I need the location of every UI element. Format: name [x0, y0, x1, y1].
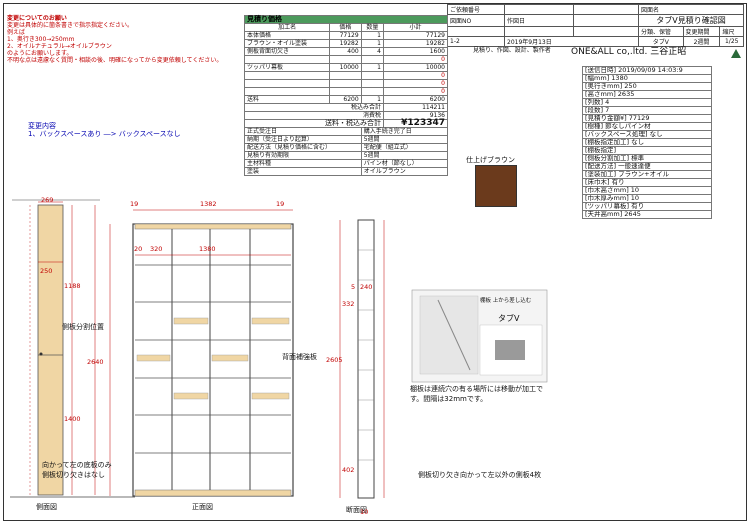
back-panel-label: 背面補強板 [282, 353, 317, 361]
info-line: [棚板指定加工] なし [582, 139, 712, 147]
approval-label: ご依頼番号 [450, 7, 481, 14]
front-view-label: 正面図 [192, 503, 213, 511]
detail-value: オイルブラウン [360, 167, 449, 176]
dim-2640: 2640 [87, 358, 104, 366]
dim-20: 20 [134, 245, 143, 253]
notes-line: のようにお願いします。 [7, 50, 73, 57]
page-label: 縮尺 [722, 29, 735, 36]
side-notch-note: 向かって左の底板のみ側板切り欠きはなし [42, 461, 112, 479]
dim-332: 332 [342, 300, 355, 308]
order-info: [送信日時] 2019/09/09 14:03:9[幅mm] 1380[奥行きm… [582, 66, 712, 219]
info-line: [棚板指定] [582, 147, 712, 155]
front-view [109, 209, 294, 497]
finish-label: 仕上げブラウン [466, 156, 515, 164]
maker-label: 見積り、作図、設計、製作者 [473, 47, 551, 54]
notes-line: 1、奥行き300→250mm [7, 36, 75, 43]
drawing-sheet [3, 3, 747, 521]
info-line: [奥行きmm] 250 [582, 83, 712, 91]
info-line: [樹種] 節なしパイン材 [582, 123, 712, 131]
dim-240: 240 [360, 283, 373, 291]
info-line: [天井高mm] 2645 [582, 211, 712, 219]
info-line: [バックスペース処理] なし [582, 131, 712, 139]
info-line: [側板分割加工] 標準 [582, 155, 712, 163]
info-line: [塗装加工] ブラウン+オイル [582, 171, 712, 179]
side-panel [37, 204, 64, 496]
info-line: [高さmm] 2635 [582, 91, 712, 99]
category: タブV [652, 39, 669, 46]
dim-1382: 1382 [200, 200, 217, 208]
info-line: [見積り金額¥] 77129 [582, 115, 712, 123]
info-line: [床巾木] 有り [582, 179, 712, 187]
date-label: 作図日 [507, 18, 526, 25]
title-block: ご依頼番号 図面名 図面NO 作図日 タブV見積り確認図 分類、保管 変更期間 … [447, 4, 744, 58]
period-label: 変更期間 [685, 29, 710, 36]
info-line: [巾木厚みmm] 10 [582, 195, 712, 203]
dim-19-left: 19 [130, 200, 139, 208]
dim-10: 10 [360, 508, 369, 516]
dim-19-right: 19 [276, 200, 285, 208]
dim-1400: 1400 [64, 415, 81, 423]
page-number: 1/25 [724, 38, 739, 45]
dim-5: 5 [351, 283, 356, 291]
drawing-name: タブV見積り確認図 [656, 16, 726, 25]
period: 2週間 [693, 39, 710, 46]
estimate-detail-row: 塗装オイルブラウン [244, 167, 449, 176]
notes-line: 例えば [7, 29, 26, 36]
info-line: [段数] 7 [582, 107, 712, 115]
dim-402: 402 [342, 466, 355, 474]
notes-title: 変更についてのお願い [7, 15, 67, 22]
parts-label: タブV [498, 314, 520, 323]
info-line: [巾木高さmm] 10 [582, 187, 712, 195]
logo-icon [731, 49, 741, 58]
side-split-label: 側板分割位置 [62, 323, 104, 331]
notes-line: 2、オイルナチュラル→オイルブラウン [7, 43, 112, 50]
drawing-name-label: 図面名 [641, 7, 660, 14]
dim-1380: 1380 [199, 245, 216, 253]
section-notch-note: 側板切り欠き向かって左以外の側板4枚 [418, 471, 542, 479]
changes-item: 1、バックスペースあり ―> バックスペースなし [28, 130, 181, 138]
change-content: 変更内容 1、バックスペースあり ―> バックスペースなし [28, 122, 243, 138]
dim-1188: 1188 [64, 282, 81, 290]
drawing-date: 2019年9月13日 [507, 39, 552, 46]
info-line: [配送方法] 一般速達便 [582, 163, 712, 171]
section-view [339, 219, 385, 499]
drawing-no: 1-2 [450, 38, 460, 45]
notes-line: 変更は具体的に箇条書きで指示指定ください。 [7, 22, 134, 29]
notes-line: 不明な点は遠慮なく質問・相談の後、明確になってから変更依頼してください。 [7, 57, 223, 64]
dim-250: 250 [40, 267, 53, 275]
section-view-label: 断面図 [346, 506, 367, 514]
finish-swatch [475, 165, 517, 207]
category-label: 分類、保管 [641, 29, 672, 36]
company-name: ONE&ALL co,.ltd. 三谷正昭 [571, 47, 687, 57]
side-view-label: 側面図 [36, 503, 57, 511]
info-line: [ツッパリ幕板] 有り [582, 203, 712, 211]
drawing-no-label: 図面NO [450, 18, 472, 25]
changes-title: 変更内容 [28, 122, 56, 130]
change-request-notes: 変更についてのお願い 変更は具体的に箇条書きで指示指定ください。 例えば 1、奥… [7, 15, 242, 64]
info-line: [送信日時] 2019/09/09 14:03:9 [582, 66, 712, 75]
dim-2605: 2605 [326, 356, 343, 364]
dim-320: 320 [150, 245, 163, 253]
info-line: [列数] 4 [582, 99, 712, 107]
shelf-note: 棚板は連続穴の有る場所には移動が加工です。間隔は32mmです。 [410, 385, 543, 403]
info-line: [幅mm] 1380 [582, 75, 712, 83]
dim-269: 269 [41, 196, 54, 204]
parts-note: 棚板 上から差し込む [480, 298, 532, 304]
